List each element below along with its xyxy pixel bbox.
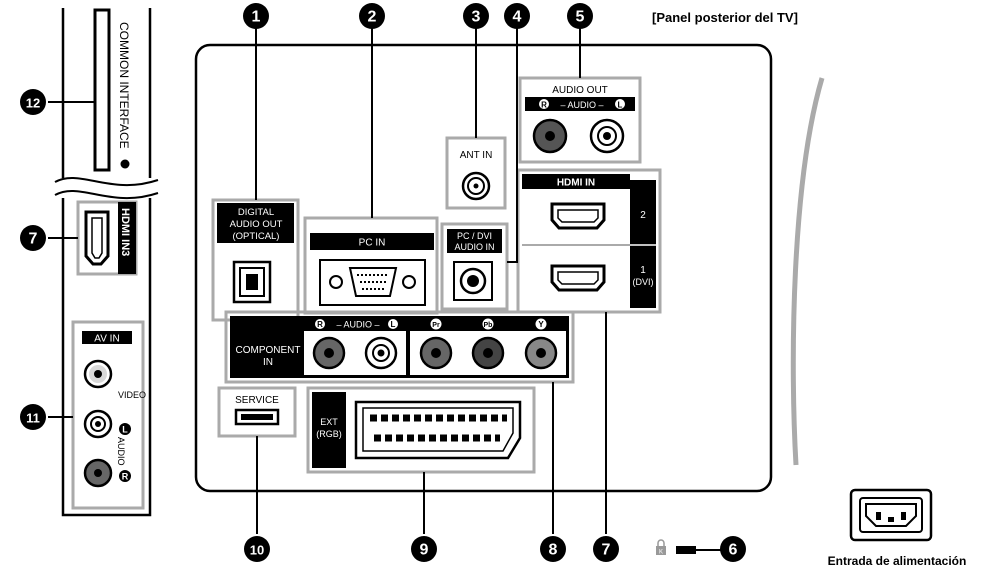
- svg-text:HDMI IN: HDMI IN: [557, 178, 595, 189]
- main-panel: [194, 43, 773, 493]
- power-input: Entrada de alimentación: [828, 488, 967, 568]
- callout-4-number: 4: [513, 9, 522, 26]
- component-in-port-group: COMPONENT IN R – AUDIO – L Pr Pb Y: [224, 310, 575, 384]
- common-interface-label: COMMON INTERFACE: [117, 22, 131, 149]
- svg-text:R: R: [317, 320, 323, 329]
- svg-text:PC IN: PC IN: [359, 238, 386, 249]
- scart-port[interactable]: [354, 400, 522, 460]
- callout-8-number: 8: [549, 542, 558, 559]
- hdmi-in-port-group: HDMI IN 2 1 (DVI): [516, 168, 662, 314]
- svg-text:R: R: [122, 472, 129, 482]
- av-in-frame: [71, 320, 145, 510]
- ant-in-port-group: ANT IN: [445, 136, 507, 210]
- svg-text:(OPTICAL): (OPTICAL): [233, 231, 280, 242]
- kensington-lock: K: [656, 539, 722, 556]
- svg-text:EXT: EXT: [320, 417, 338, 427]
- pc-dvi-audio-in-port-group: PC / DVI AUDIO IN: [440, 222, 509, 311]
- leader-lines: [48, 28, 607, 534]
- tv-body-edge: [790, 77, 825, 466]
- callout-6-number: 6: [729, 542, 738, 559]
- side-panel: COMMON INTERFACE HDMI IN3 AV IN VIDEO L …: [54, 8, 159, 517]
- svg-text:COMPONENT: COMPONENT: [236, 345, 301, 356]
- service-port-group: SERVICE: [217, 386, 297, 438]
- svg-text:1: 1: [640, 265, 646, 276]
- svg-text:– AUDIO –: – AUDIO –: [336, 320, 379, 330]
- audio-out-port-group: AUDIO OUT R – AUDIO – L: [518, 76, 642, 164]
- optical-port[interactable]: [232, 260, 272, 304]
- callout-1-marker: [243, 3, 269, 29]
- hdmi3-label: HDMI IN3: [119, 208, 131, 256]
- callout-12-number: 12: [26, 96, 40, 111]
- ci-slot[interactable]: [93, 8, 111, 172]
- pc-in-port-group: PC IN: [303, 216, 439, 315]
- svg-text:R: R: [541, 101, 547, 110]
- av-r-badge: [119, 470, 131, 482]
- svg-text:SERVICE: SERVICE: [235, 395, 279, 406]
- ci-arrow-icon: [120, 159, 130, 169]
- callout-6-marker: [720, 536, 746, 562]
- av-in-label-bg: [82, 331, 132, 344]
- svg-text:– AUDIO –: – AUDIO –: [560, 100, 603, 110]
- hdmi3-label-bg: [118, 202, 136, 274]
- hdmi3-port[interactable]: [84, 210, 110, 266]
- callout-11-marker: [20, 404, 46, 430]
- panel-title: [Panel posterior del TV]: [652, 10, 798, 25]
- callout-7-number: 7: [602, 542, 611, 559]
- digital-audio-out-port-group: DIGITAL AUDIO OUT (OPTICAL): [211, 198, 300, 322]
- svg-text:ANT IN: ANT IN: [460, 150, 493, 161]
- svg-text:DIGITAL: DIGITAL: [238, 207, 274, 218]
- callout-7-number: 7: [29, 231, 38, 248]
- callout-3-marker: [463, 3, 489, 29]
- svg-text:(RGB): (RGB): [316, 429, 342, 439]
- svg-text:Pr: Pr: [432, 322, 440, 329]
- callout-2-number: 2: [368, 9, 377, 26]
- svg-text:AUDIO OUT: AUDIO OUT: [552, 85, 608, 96]
- svg-text:2: 2: [640, 210, 646, 221]
- kensington-slot[interactable]: [676, 546, 696, 554]
- av-video-label: VIDEO: [118, 390, 146, 400]
- av-audio-label: AUDIO: [116, 437, 126, 466]
- svg-text:(DVI): (DVI): [633, 277, 654, 287]
- hdmi2-port[interactable]: [550, 202, 606, 230]
- svg-text:Y: Y: [538, 320, 544, 329]
- svg-text:PC / DVI: PC / DVI: [457, 231, 492, 241]
- svg-text:L: L: [391, 320, 396, 329]
- svg-text:AUDIO OUT: AUDIO OUT: [230, 219, 283, 230]
- av-in-label: AV IN: [94, 334, 119, 345]
- callout-4-marker: [504, 3, 530, 29]
- ext-rgb-port-group: EXT (RGB): [306, 386, 536, 474]
- svg-text:K: K: [659, 550, 663, 556]
- callout-7-marker: [593, 536, 619, 562]
- svg-text:Pb: Pb: [484, 322, 493, 329]
- svg-text:AUDIO IN: AUDIO IN: [454, 242, 494, 252]
- callout-1-number: 1: [252, 9, 261, 26]
- hdmi1-port[interactable]: [550, 264, 606, 292]
- callout-5-marker: [567, 3, 593, 29]
- callout-11-number: 11: [26, 411, 40, 426]
- callout-8-marker: [540, 536, 566, 562]
- callout-7-marker: [20, 225, 46, 251]
- callout-9-marker: [411, 536, 437, 562]
- svg-text:L: L: [618, 101, 623, 110]
- callout-5-number: 5: [576, 9, 585, 26]
- power-label: Entrada de alimentación: [828, 554, 967, 568]
- callout-3-number: 3: [472, 9, 481, 26]
- svg-text:IN: IN: [263, 357, 273, 368]
- callout-10-number: 10: [250, 543, 264, 558]
- callout-2-marker: [359, 3, 385, 29]
- callout-9-number: 9: [420, 542, 429, 559]
- power-socket[interactable]: [865, 503, 917, 527]
- svg-text:L: L: [122, 425, 128, 435]
- callout-10-marker: [244, 536, 270, 562]
- av-l-badge: [119, 423, 131, 435]
- callout-12-marker: [20, 89, 46, 115]
